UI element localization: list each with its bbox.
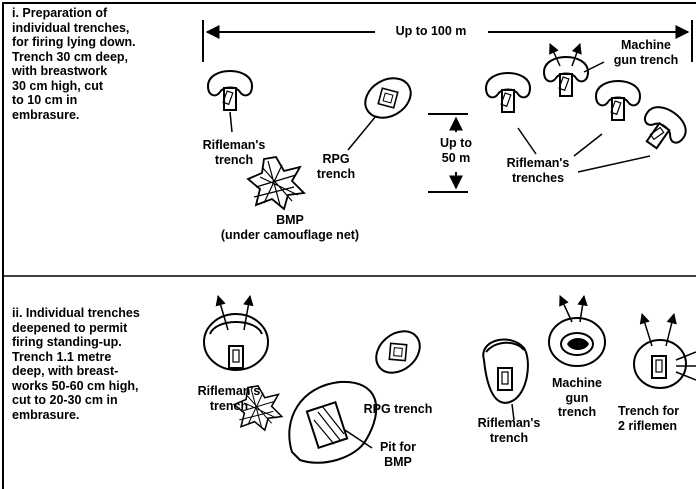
depth-dimension xyxy=(428,113,468,193)
rifleman-trench-label: Rifleman's trench xyxy=(202,138,266,167)
machine-gun-trench-standing-icon xyxy=(548,294,606,367)
width-dimension xyxy=(202,20,693,62)
pit-for-bmp-label: Pit for BMP xyxy=(379,440,417,469)
rpg-trench-standing-icon xyxy=(367,321,429,383)
rifleman-trench-right-label: Rifleman's trench xyxy=(477,416,541,445)
machine-gun-trench-icon xyxy=(543,43,589,97)
section-ii-caption: ii. Individual trenches deepened to perm… xyxy=(12,306,140,422)
rifleman-trench-icon-3 xyxy=(595,80,641,121)
rpg-trench-label-ii: RPG trench xyxy=(363,402,433,416)
rpg-trench-label: RPG trench xyxy=(316,152,356,181)
two-riflemen-trench-label: Trench for 2 riflemen xyxy=(618,404,680,433)
bmp-pit-icon xyxy=(288,380,378,464)
riflemen-trenches-label: Rifleman's trenches xyxy=(506,156,570,185)
rifleman-trench-right-icon xyxy=(482,338,529,421)
rifleman-trench-left-label: Rifleman's trench xyxy=(197,384,261,413)
machine-gun-trench-label: Machine gun trench xyxy=(613,38,679,67)
rifleman-trench-standing-icon xyxy=(203,294,269,371)
rifleman-trench-icon xyxy=(207,70,253,111)
bmp-label: BMP (under camouflage net) xyxy=(220,213,360,242)
rifleman-trench-icon-2 xyxy=(485,72,531,113)
rifleman-trench-icon-4 xyxy=(632,99,694,159)
depth-dimension-label: Up to 50 m xyxy=(440,136,472,165)
width-dimension-label: Up to 100 m xyxy=(395,24,467,38)
machine-gun-trench-label-ii: Machine gun trench xyxy=(551,376,602,419)
two-riflemen-trench-icon xyxy=(633,312,696,389)
section-i-caption: i. Preparation of individual trenches, f… xyxy=(12,6,136,122)
rpg-trench-icon xyxy=(357,69,419,127)
